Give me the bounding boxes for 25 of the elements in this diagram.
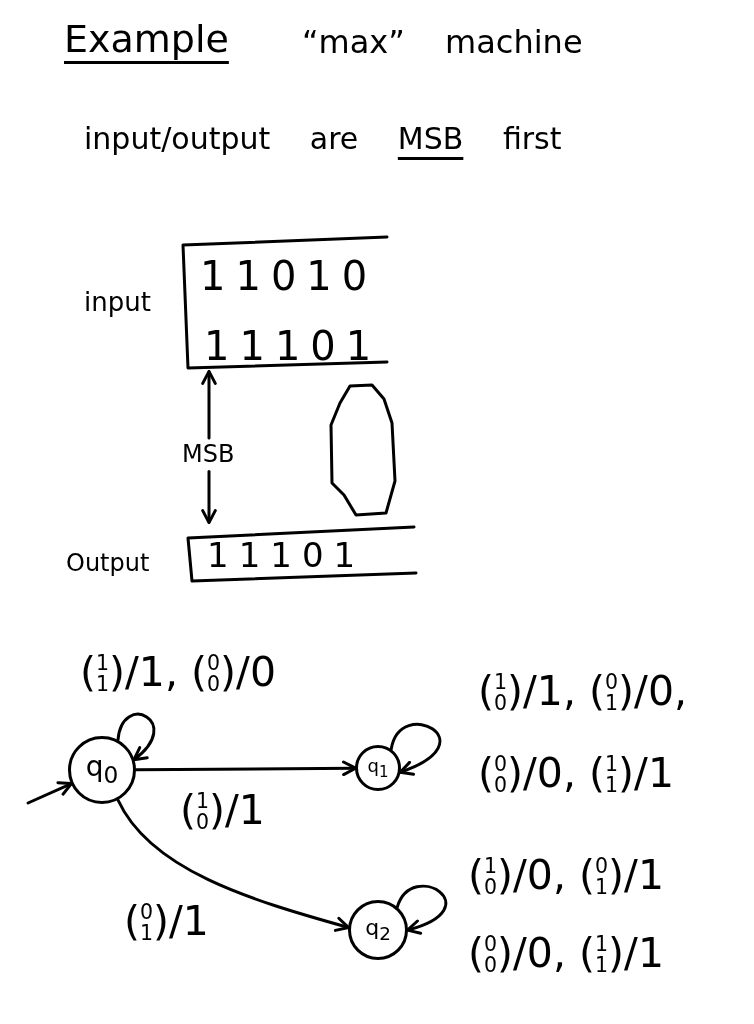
side-label: Output [66, 550, 150, 578]
input-tape-box [180, 234, 390, 370]
self-loop-arrow [395, 884, 448, 934]
state-name: q$_{0}$ [85, 753, 119, 787]
bit-string: 11101 [204, 326, 382, 366]
state-circle [355, 745, 401, 791]
state-circle [348, 900, 408, 960]
state-name: q$_{1}$ [367, 756, 389, 780]
transition-arrow [116, 798, 351, 932]
pointer-arrow [201, 470, 217, 525]
note-text: input/output are MSB first [84, 122, 562, 157]
side-label: input [84, 288, 151, 318]
state-name: q$_{2}$ [365, 916, 391, 944]
self-loop-arrow [116, 713, 156, 762]
transition-arrow [134, 760, 358, 777]
output-tape-box [185, 524, 419, 584]
state-circle [68, 736, 136, 804]
self-loop-arrow [389, 722, 442, 775]
start-arrow [26, 781, 73, 805]
bit-string: 11010 [200, 256, 378, 296]
subtitle: “max” machine [302, 24, 583, 61]
pointer-arrow [201, 369, 217, 440]
msb-label: MSB [182, 441, 235, 469]
bit-string: 11101 [207, 538, 366, 572]
title: Example [64, 18, 229, 62]
